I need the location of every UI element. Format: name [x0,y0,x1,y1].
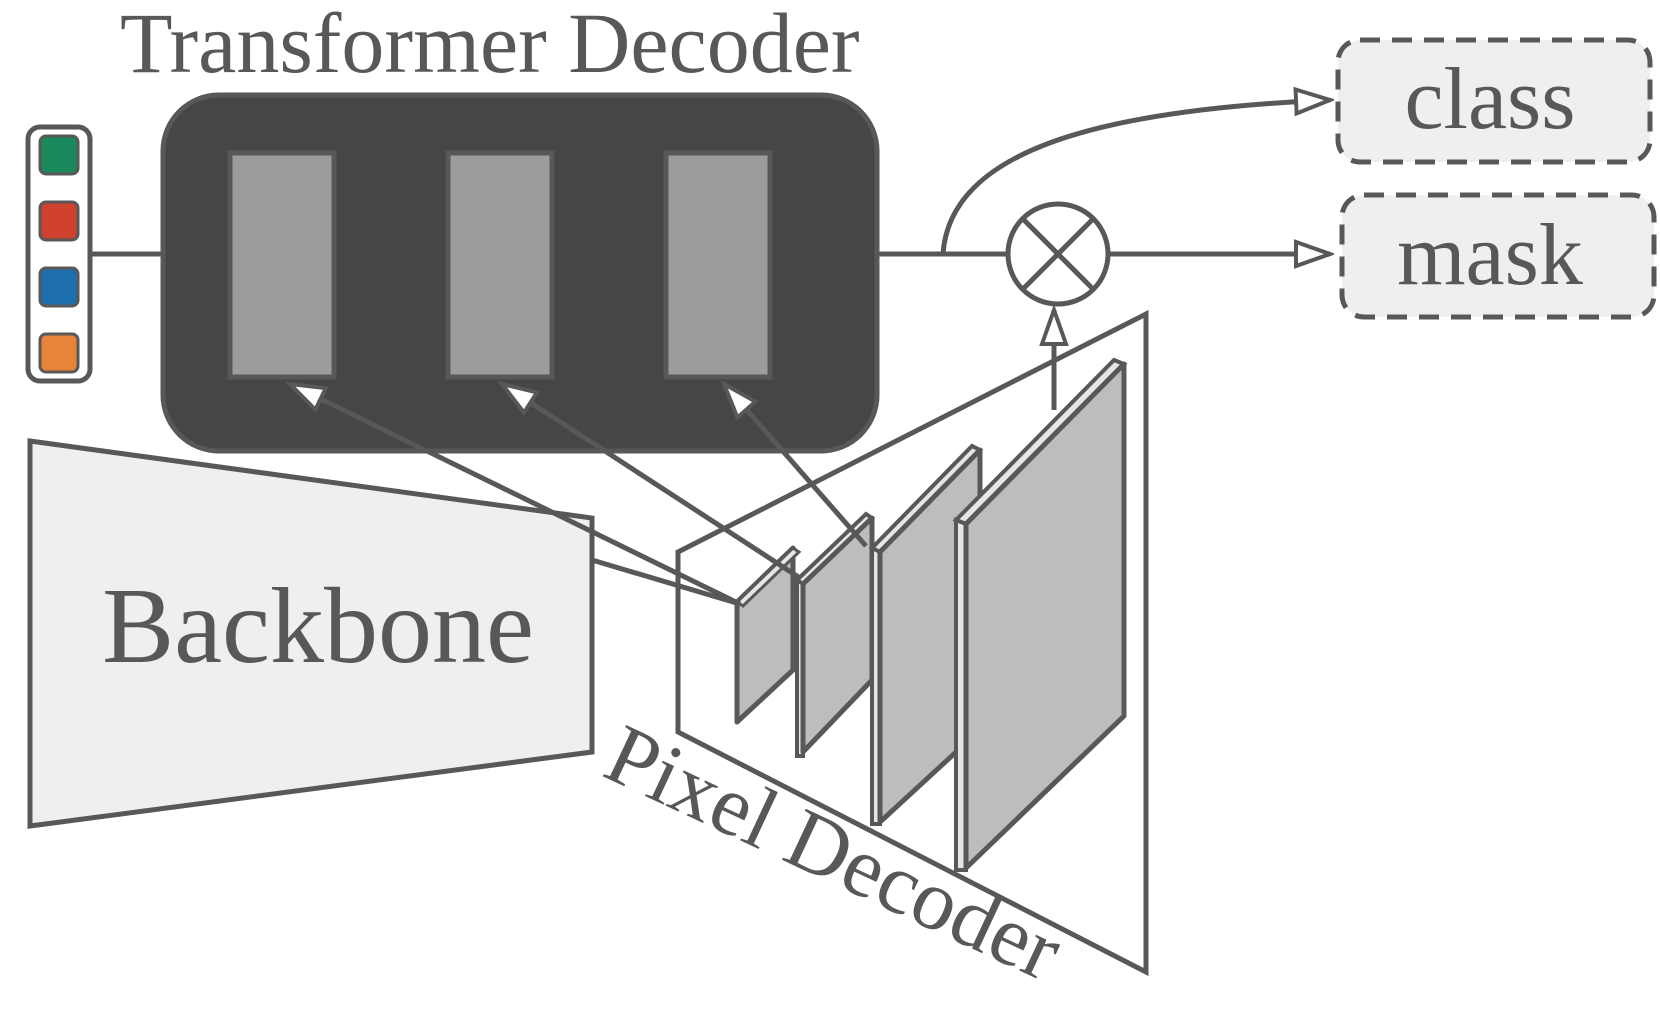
transformer-decoder-title: Transformer Decoder [120,0,860,91]
query-stack [25,124,93,384]
backbone-label: Backbone [102,567,534,686]
pixel-decoder-block [675,309,1149,977]
mask-output-label: mask [1397,207,1583,304]
class-output-box [1335,37,1653,165]
query-token [38,200,80,242]
query-token [38,266,80,308]
decoder-layer [227,150,337,380]
class-arrow [940,100,1330,255]
backbone-block [27,438,595,829]
feature-map [952,357,1128,872]
feature-to-layer-arrow [502,384,802,581]
query-token [38,332,80,374]
mask-output-box [1339,192,1657,320]
feature-to-layer-arrow [290,384,742,607]
feature-to-layer-arrow [724,384,868,548]
backbone-connector [591,557,741,607]
class-output-label: class [1404,51,1575,148]
query-token [38,134,80,176]
decoder-layer [663,150,773,380]
feature-map [734,545,802,725]
feature-map [793,511,876,758]
multiply-operator [1005,201,1111,307]
decoder-layer [445,150,555,380]
